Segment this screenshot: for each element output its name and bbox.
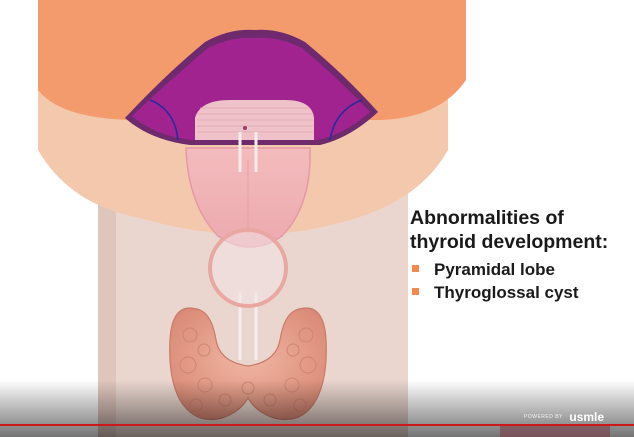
- abnormality-list: Pyramidal lobe Thyroglossal cyst: [410, 258, 632, 304]
- bullet-square-icon: [412, 288, 419, 295]
- mouth-cavity-line-right: [329, 99, 363, 141]
- usmle-watermark: POWERED BY usmle: [524, 408, 604, 424]
- list-item-pyramidal-lobe: Pyramidal lobe: [410, 258, 632, 281]
- player-thumb: [500, 424, 610, 437]
- caption-heading: Abnormalities of thyroid development:: [410, 206, 632, 254]
- foramen-cecum: [243, 126, 247, 130]
- usmle-logo: usmle: [569, 409, 605, 424]
- list-item-label: Thyroglossal cyst: [434, 283, 579, 302]
- neck-shadow: [98, 160, 116, 437]
- caption-block: Abnormalities of thyroid development: Py…: [410, 206, 632, 304]
- list-item-thyroglossal-cyst: Thyroglossal cyst: [410, 281, 632, 304]
- list-item-label: Pyramidal lobe: [434, 260, 555, 279]
- thyroglossal-cyst-ring: [208, 228, 288, 308]
- bullet-square-icon: [412, 265, 419, 272]
- caption-heading-line2: thyroid development:: [410, 231, 609, 253]
- mouth-cavity-line-left: [149, 99, 179, 141]
- powered-by-label: POWERED BY: [524, 413, 563, 420]
- video-progress-bar[interactable]: [0, 424, 634, 426]
- caption-heading-line1: Abnormalities of: [410, 207, 564, 229]
